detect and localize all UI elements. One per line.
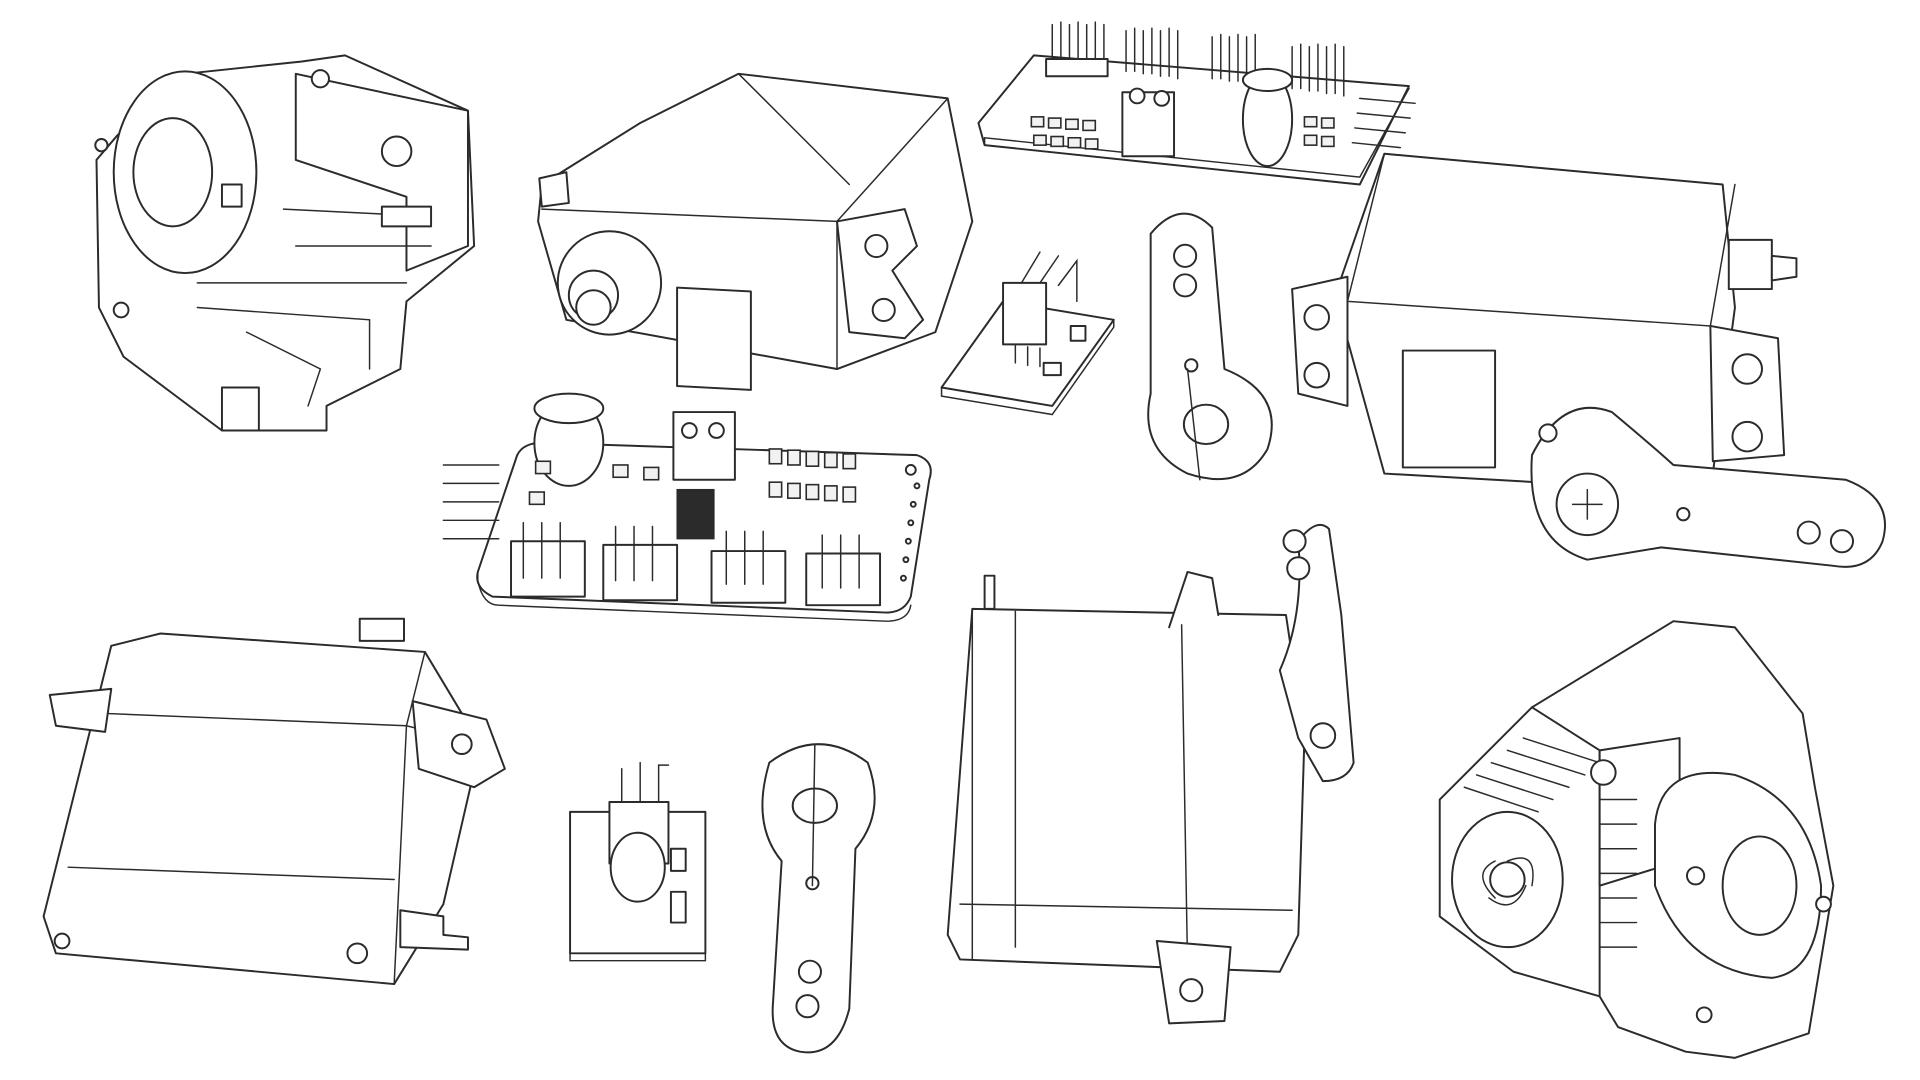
sensor-module-top <box>940 251 1115 416</box>
sensor-module-bottom <box>569 761 707 962</box>
pwm-driver-board-middle <box>442 392 932 622</box>
standard-servo-bottom-left <box>42 617 506 986</box>
servo-horn-top <box>1147 212 1273 481</box>
standard-servo-top <box>537 72 974 391</box>
large-servo-bottom <box>946 523 1355 1025</box>
servo-horn-bottom <box>761 743 876 1054</box>
servo-driver-board-top <box>977 21 1416 186</box>
extruder-assembly-cutaway <box>94 54 476 432</box>
extruder-with-fan <box>1438 620 1835 1059</box>
servo-with-horn-right <box>1291 152 1886 568</box>
